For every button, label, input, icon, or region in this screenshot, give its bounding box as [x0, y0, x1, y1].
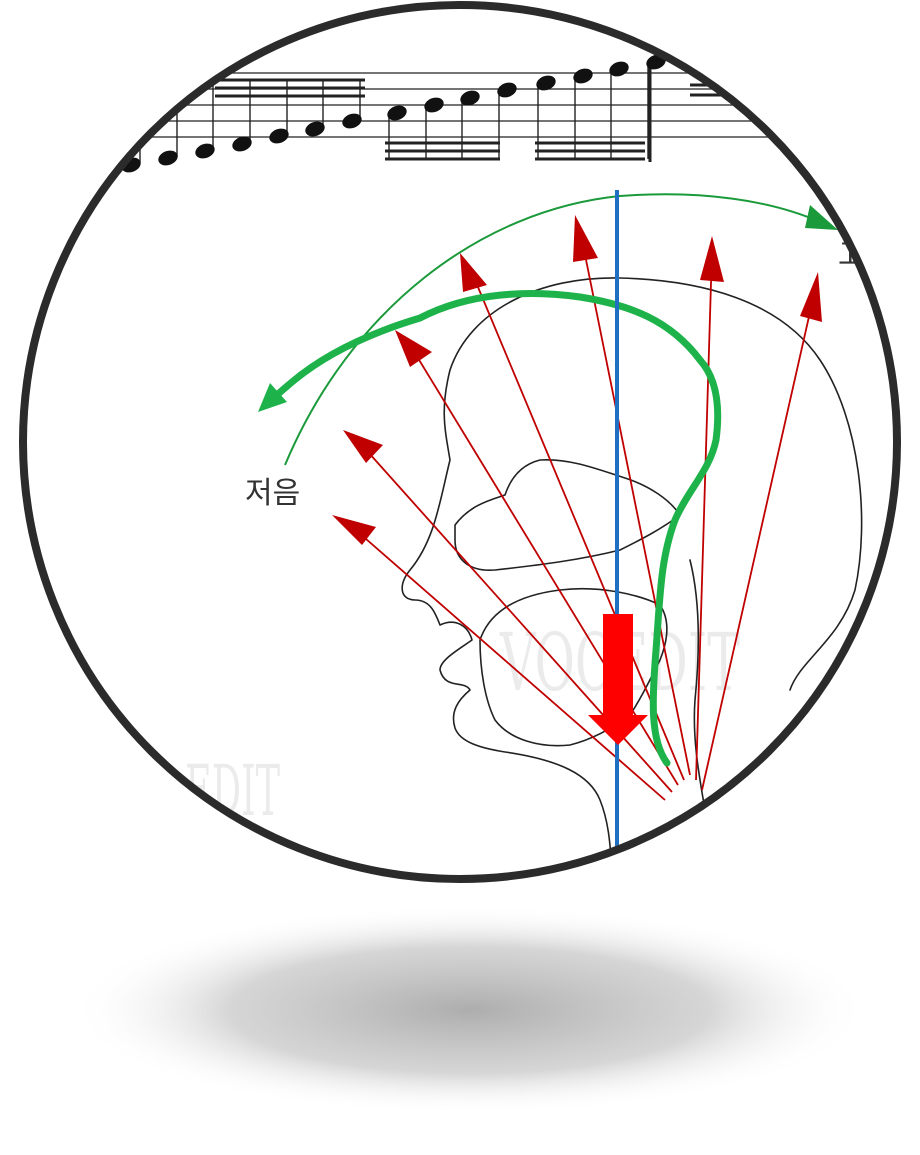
resonance-arrowhead — [343, 430, 383, 463]
resonance-arrows — [332, 215, 822, 801]
resonance-arrowhead — [573, 215, 598, 262]
pharynx-wall — [689, 559, 706, 811]
pitch-arc-arrowhead — [805, 205, 838, 230]
resonance-arrowhead — [332, 515, 376, 545]
down-arrow-icon — [588, 614, 648, 745]
nasal-cavity-outline — [454, 459, 681, 571]
resonance-arrow — [701, 289, 816, 791]
lens-content: VOCEDIT EDIT — [100, 54, 866, 879]
resonance-arrow — [579, 229, 691, 776]
lens-frame — [19, 1, 901, 883]
low-pitch-label: 저음 — [245, 476, 300, 511]
resonance-arrowhead — [395, 330, 432, 367]
resonance-arrowhead — [800, 272, 822, 322]
resonance-arrow — [695, 249, 713, 781]
breath-path — [272, 290, 722, 767]
drop-shadow — [70, 905, 870, 1115]
resonance-arrow — [469, 267, 685, 781]
resonance-arrowhead — [460, 253, 487, 292]
resonance-arrow — [349, 524, 666, 801]
pitch-arc — [284, 193, 821, 466]
arrowhead-icon — [258, 383, 287, 412]
skull-outline — [401, 277, 863, 871]
resonance-arrowhead — [700, 236, 724, 282]
resonance-arrow — [409, 344, 679, 786]
